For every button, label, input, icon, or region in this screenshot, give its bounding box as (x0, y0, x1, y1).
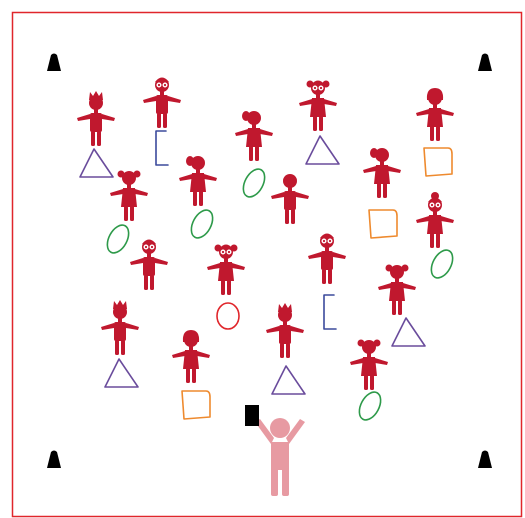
square-floor-shape (368, 209, 398, 239)
child-figure (416, 88, 454, 141)
triangle-floor-shape (79, 148, 114, 178)
triangle-floor-shape (104, 358, 139, 388)
child-figure (143, 77, 181, 128)
child-figure (363, 148, 401, 198)
floor-shape-group (79, 130, 454, 421)
child-figure (179, 156, 217, 206)
child-figure (378, 264, 416, 315)
rectangle-floor-shape (155, 130, 169, 166)
oval-floor-shape (190, 209, 214, 239)
child-figure (130, 239, 168, 290)
cone-group (47, 53, 492, 468)
circle-floor-shape (216, 302, 240, 330)
child-figure (235, 111, 273, 161)
triangle-floor-shape (271, 365, 306, 395)
child-figure (308, 233, 346, 284)
rectangle-floor-shape (323, 294, 337, 330)
square-floor-shape (181, 390, 211, 420)
child-figure (207, 244, 245, 295)
oval-floor-shape (106, 224, 130, 254)
play-area-boundary (11, 11, 523, 518)
child-figure (101, 300, 139, 355)
teacher-figure (255, 418, 305, 496)
child-figure (266, 303, 304, 358)
child-figure (271, 174, 309, 224)
triangle-floor-shape (391, 317, 426, 347)
triangle-floor-shape (305, 135, 340, 165)
oval-floor-shape (242, 168, 266, 198)
oval-floor-shape (430, 249, 454, 279)
oval-floor-shape (358, 391, 382, 421)
square-floor-shape (423, 147, 453, 177)
child-figure (110, 170, 148, 221)
cone-marker (47, 53, 61, 71)
child-figure (350, 339, 388, 390)
cone-marker (478, 53, 492, 71)
cone-marker (478, 450, 492, 468)
held-card (245, 405, 259, 426)
children-group (77, 77, 454, 390)
child-figure (299, 80, 337, 131)
child-figure (416, 192, 454, 248)
child-figure (172, 330, 210, 383)
teacher-group (245, 405, 305, 496)
cone-marker (47, 450, 61, 468)
child-figure (77, 91, 115, 146)
